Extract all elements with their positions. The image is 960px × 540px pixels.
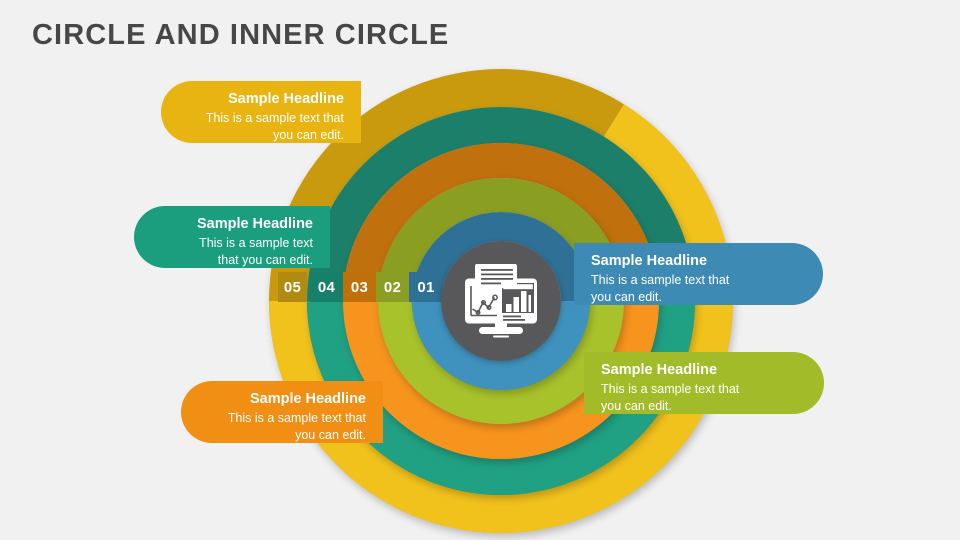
callout-body-line: you can edit. [601, 399, 672, 413]
callout-body-line: This is a sample text that [227, 411, 366, 426]
ring-number-02[interactable]: 02 [376, 272, 409, 302]
ring-01-ring-light-bottomright[interactable] [501, 301, 590, 390]
callout-headline: Sample Headline [196, 216, 313, 232]
callout-headline: Sample Headline [601, 362, 718, 378]
ring-layers [269, 69, 733, 533]
callout-body: This is a sample text that you can edit. [178, 110, 344, 144]
ring-02-ring-light-bottomright[interactable] [501, 301, 624, 424]
callout-headline: Sample Headline [249, 391, 366, 407]
callout-headline: Sample Headline [227, 91, 344, 107]
ring-03-ring-light-bottomleft[interactable] [343, 301, 501, 459]
callout-body: This is a sample text that you can edit. [151, 235, 313, 269]
callout-body: This is a sample text that you can edit. [198, 410, 366, 444]
callout-body-line: This is a sample text that [601, 382, 740, 397]
callout-body-line: that you can edit. [217, 253, 313, 267]
ring-03-ring-light-bottomright[interactable] [501, 301, 659, 459]
ring-number-04[interactable]: 04 [310, 272, 343, 302]
callout-body-line: you can edit. [295, 428, 366, 442]
callout-body: This is a sample text that you can edit. [601, 381, 807, 415]
callout-body-line: you can edit. [273, 128, 344, 142]
callout-body-line: This is a sample text [199, 236, 313, 251]
ring-number-05[interactable]: 05 [278, 272, 307, 302]
ring-number-03[interactable]: 03 [343, 272, 376, 302]
callout-body-line: you can edit. [591, 290, 662, 304]
dashboard-analytics-icon[interactable] [441, 241, 561, 361]
callout-body-line: This is a sample text that [205, 111, 344, 126]
ring-05-ring-light-bottomright[interactable] [501, 301, 733, 533]
ring-02-ring-light-bottomleft[interactable] [378, 301, 501, 424]
ring-01-ring-light-wedge[interactable] [412, 301, 471, 379]
callout-body-line: This is a sample text that [591, 273, 730, 288]
page-title: CIRCLE AND INNER CIRCLE [32, 19, 450, 51]
callout-headline: Sample Headline [591, 253, 708, 269]
callout-body: This is a sample text that you can edit. [591, 272, 806, 306]
ring-number-01[interactable]: 01 [409, 272, 443, 302]
